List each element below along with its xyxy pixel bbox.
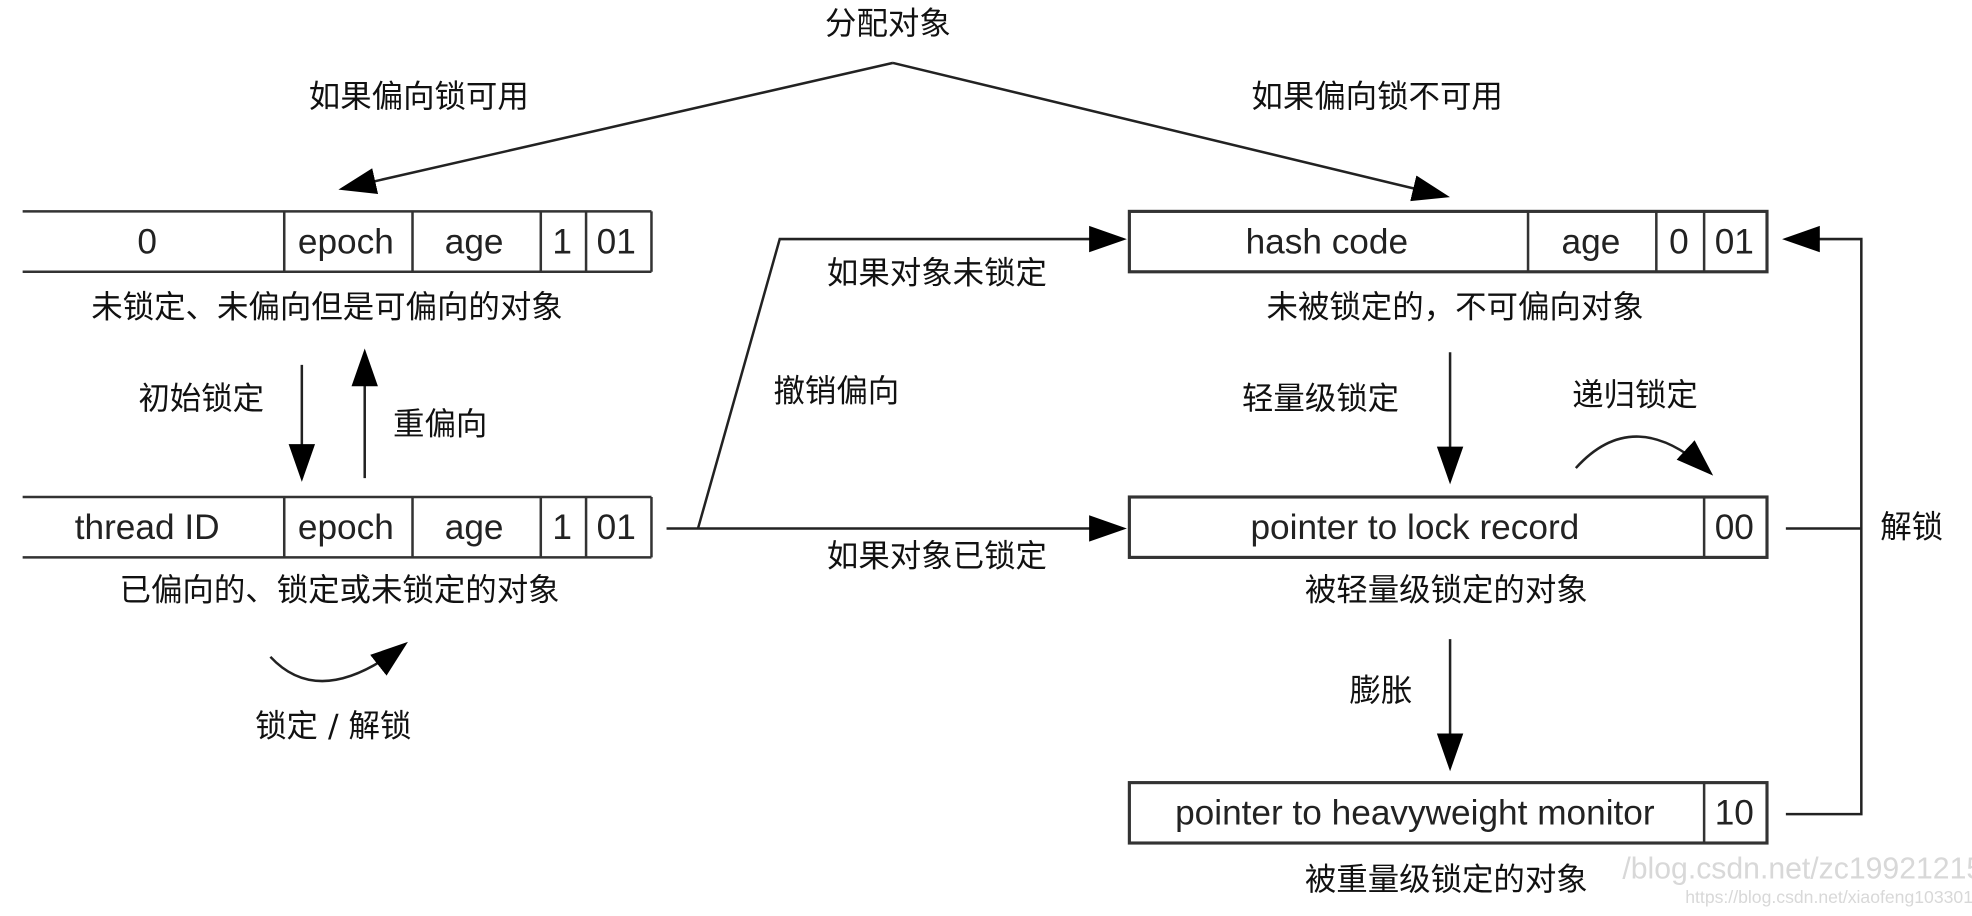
arrow-if-not-locked — [696, 225, 1127, 529]
field: age — [445, 508, 504, 547]
label-rebias: 重偏向 — [393, 406, 487, 442]
field: 01 — [597, 508, 636, 547]
label-revoke-bias: 撤销偏向 — [773, 374, 899, 410]
field: pointer to lock record — [1250, 508, 1579, 547]
field: pointer to heavyweight monitor — [1175, 794, 1655, 833]
field: 1 — [552, 222, 572, 261]
box-biased: thread ID epoch age 1 01 — [22, 495, 653, 559]
label-biased-unavailable: 如果偏向锁不可用 — [1251, 79, 1502, 115]
field: hash code — [1246, 222, 1408, 261]
arrow-biased-available — [338, 61, 894, 195]
field: 01 — [1715, 222, 1754, 261]
watermark: https://blog.csdn.net/xiaofeng10330111 — [1685, 887, 1972, 907]
field: 0 — [1669, 222, 1689, 261]
curved-arrow-lock-unlock — [269, 641, 408, 683]
curved-arrow-recursive-lock — [1574, 435, 1714, 476]
caption: 被重量级锁定的对象 — [1305, 862, 1588, 898]
label-inflate: 膨胀 — [1349, 673, 1412, 709]
title: 分配对象 — [825, 6, 951, 42]
label-if-not-locked: 如果对象未锁定 — [827, 255, 1047, 291]
caption: 已偏向的、锁定或未锁定的对象 — [120, 572, 560, 608]
field: 01 — [597, 222, 636, 261]
arrow-unlock — [1782, 225, 1863, 816]
field: thread ID — [75, 508, 220, 547]
field: 0 — [137, 222, 157, 261]
arrow-biased-unavailable — [892, 61, 1450, 202]
field: epoch — [298, 222, 394, 261]
box-unlocked-non-biasable: hash code age 0 01 — [1127, 209, 1769, 274]
label-recursive-lock: 递归锁定 — [1572, 377, 1698, 413]
label-biased-available: 如果偏向锁可用 — [309, 79, 529, 115]
box-lightweight: pointer to lock record 00 — [1127, 495, 1769, 559]
caption: 未被锁定的，不可偏向对象 — [1267, 289, 1644, 325]
label-lock-unlock: 锁定 / 解锁 — [255, 708, 411, 744]
box-heavyweight: pointer to heavyweight monitor 10 — [1127, 781, 1769, 845]
watermark: /blog.csdn.net/zc19921215 — [1622, 853, 1972, 886]
field: 00 — [1715, 508, 1754, 547]
label-initial-lock: 初始锁定 — [138, 381, 264, 417]
field: epoch — [298, 508, 394, 547]
field: 1 — [552, 508, 572, 547]
box-unlocked-biasable: 0 epoch age 1 01 — [22, 210, 653, 274]
label-unlock: 解锁 — [1880, 509, 1943, 545]
caption: 未锁定、未偏向但是可偏向的对象 — [91, 289, 562, 325]
field: age — [445, 222, 504, 261]
field: age — [1562, 222, 1621, 261]
field: 10 — [1715, 794, 1754, 833]
label-lightweight-lock: 轻量级锁定 — [1242, 381, 1399, 417]
caption: 被轻量级锁定的对象 — [1305, 572, 1588, 608]
label-if-locked: 如果对象已锁定 — [827, 538, 1047, 574]
